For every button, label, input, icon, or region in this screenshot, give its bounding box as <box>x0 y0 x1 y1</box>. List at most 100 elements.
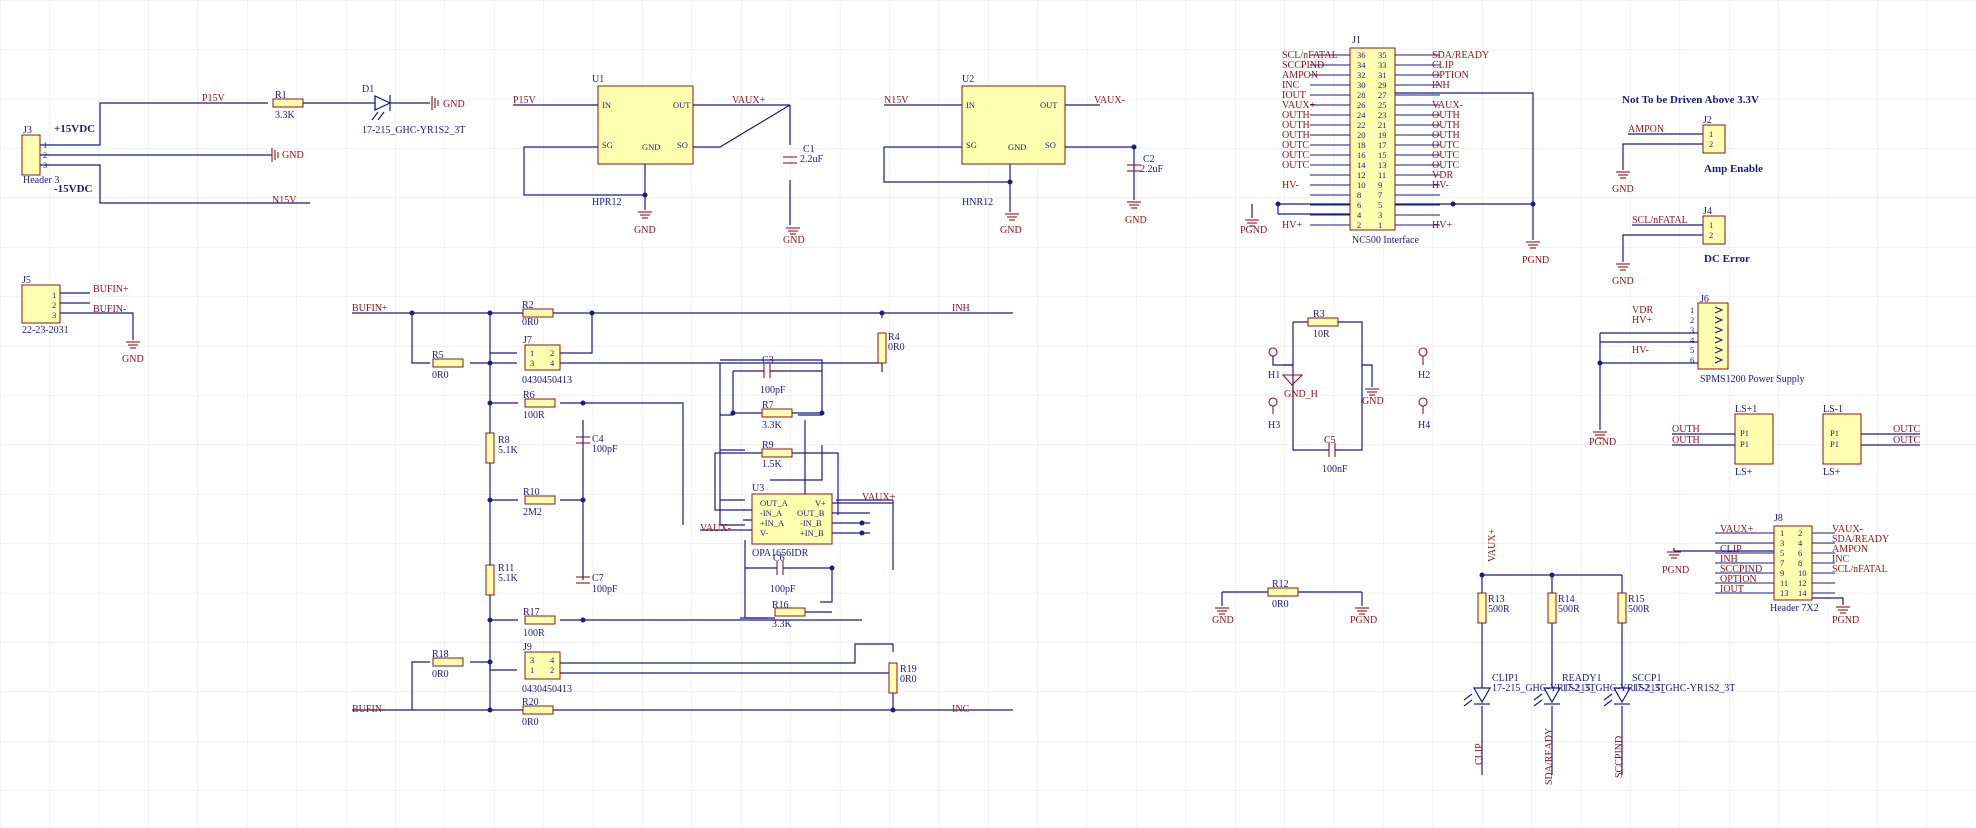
resistor-r7[interactable]: R7 3.3K <box>761 400 793 431</box>
svg-text:H4: H4 <box>1418 420 1430 431</box>
resistor-r15[interactable]: R15 500R <box>1617 592 1650 624</box>
mounting-hole-h3[interactable]: H3 <box>1268 397 1280 431</box>
svg-text:Header 7X2: Header 7X2 <box>1770 603 1819 614</box>
resistor-r19[interactable]: R19 0R0 <box>888 662 917 694</box>
resistor-r16[interactable]: R16 3.3K <box>772 600 806 630</box>
svg-text:0R0: 0R0 <box>888 342 905 353</box>
svg-text:IN: IN <box>966 100 975 110</box>
mounting-hole-h2[interactable]: H2 <box>1418 347 1430 381</box>
resistor-r2[interactable]: R2 0R0 <box>522 300 554 328</box>
capacitor-c6[interactable]: C6 100pF <box>770 553 796 595</box>
j1-net-left: INC <box>1282 80 1300 91</box>
svg-text:1: 1 <box>52 290 56 300</box>
svg-text:V-: V- <box>760 528 768 538</box>
connector-j1[interactable]: J1 NC500 Interface 36SCL/nFATAL34SCCPIND… <box>1282 35 1489 246</box>
svg-text:R17: R17 <box>523 607 540 618</box>
svg-text:OUTH: OUTH <box>1672 435 1700 446</box>
j8-net-left: VAUX+ <box>1720 524 1754 535</box>
svg-text:-IN_A: -IN_A <box>760 508 783 518</box>
mounting-hole-h4[interactable]: H4 <box>1418 397 1430 431</box>
resistor-r9[interactable]: R9 1.5K <box>761 440 793 470</box>
svg-text:GND: GND <box>783 235 805 246</box>
j1-net-left: AMPON <box>1282 70 1318 81</box>
j1-pin-num: 16 <box>1357 150 1366 160</box>
svg-text:R19: R19 <box>900 664 917 675</box>
capacitor-c1[interactable]: C1 2.2uF <box>782 144 824 165</box>
j6-pin-num: 1 <box>1690 305 1694 315</box>
svg-text:INH: INH <box>952 303 970 314</box>
j8-pin-num: 2 <box>1798 528 1802 538</box>
resistor-r6[interactable]: R6 100R <box>523 390 556 421</box>
resistor-r1[interactable]: R1 3.3K <box>272 90 304 121</box>
j1-pin-num: 27 <box>1378 90 1387 100</box>
led-d1[interactable]: D1 17-215_GHC-YR1S2_3T <box>362 84 465 136</box>
regulator-u1[interactable]: U1 IN OUT SG SO GND HPR12 <box>592 74 694 208</box>
j1-pin-num: 6 <box>1357 200 1361 210</box>
resistor-r12[interactable]: R12 0R0 <box>1267 579 1299 610</box>
capacitor-c2[interactable]: C2 2.2uF <box>1126 154 1164 175</box>
connector-j2[interactable]: J2 1 2 <box>1702 115 1726 154</box>
resistor-r3[interactable]: R3 10R <box>1307 309 1339 340</box>
j8-pin-num: 11 <box>1780 578 1788 588</box>
speaker-ls-minus1[interactable]: LS-1 LS+ P1 P1 <box>1822 404 1862 478</box>
svg-text:2: 2 <box>1709 139 1713 149</box>
resistor-r18[interactable]: R18 0R0 <box>432 649 464 680</box>
svg-text:OUT: OUT <box>1040 100 1058 110</box>
mounting-hole-h1[interactable]: H1 <box>1268 347 1293 381</box>
speaker-ls-plus1[interactable]: LS+1 LS+ P1 P1 <box>1734 404 1774 478</box>
resistor-r8[interactable]: R8 5.1K <box>485 432 519 464</box>
net-n15v: N15V <box>272 195 297 206</box>
resistor-r11[interactable]: R11 5.1K <box>485 563 519 596</box>
svg-text:GND: GND <box>1212 615 1234 626</box>
svg-text:SCCPIND: SCCPIND <box>1614 736 1625 778</box>
junction-dots <box>409 144 1603 713</box>
j1-pin-num: 26 <box>1357 100 1366 110</box>
svg-text:OUTC: OUTC <box>1893 435 1921 446</box>
resistor-r17[interactable]: R17 100R <box>523 607 556 639</box>
led-sccp1[interactable]: SCCP1 17-215_GHC-YR1S2_3T <box>1603 673 1735 707</box>
opamp-u3[interactable]: U3 OPA1656IDR OUT_A -IN_A +IN_A V- V+ OU… <box>751 483 833 559</box>
resistor-r10[interactable]: R10 2M2 <box>523 487 556 518</box>
resistor-r5[interactable]: R5 0R0 <box>432 350 464 381</box>
svg-text:0430450413: 0430450413 <box>522 684 572 695</box>
connector-j4[interactable]: J4 1 2 <box>1702 206 1726 245</box>
svg-text:H1: H1 <box>1268 370 1280 381</box>
j1-left-pins: 36SCL/nFATAL34SCCPIND32AMPON30INC28IOUT2… <box>1282 50 1366 231</box>
capacitor-c4[interactable]: C4 100pF <box>575 434 618 455</box>
svg-text:SO: SO <box>1045 140 1056 150</box>
j8-pin-num: 8 <box>1798 558 1802 568</box>
connector-j7[interactable]: J7 0430450413 1 3 2 4 <box>522 335 572 386</box>
capacitor-c5[interactable]: C5 100nF <box>1322 435 1348 475</box>
svg-text:LS+: LS+ <box>1735 467 1753 478</box>
svg-text:SG: SG <box>966 140 977 150</box>
j8-net-left: IOUT <box>1720 584 1744 595</box>
svg-text:PGND: PGND <box>1589 437 1616 448</box>
j1-net-right: VDR <box>1432 170 1453 181</box>
j6-net: VDR <box>1632 305 1653 316</box>
svg-text:1.5K: 1.5K <box>762 459 783 470</box>
regulator-u2[interactable]: U2 IN OUT SG SO GND HNR12 <box>961 74 1066 208</box>
connector-j5[interactable]: J5 22-23-2031 1 2 3 <box>21 275 69 336</box>
svg-text:OPA1656IDR: OPA1656IDR <box>752 548 809 559</box>
svg-text:GND: GND <box>1612 276 1634 287</box>
j1-net-left: HV+ <box>1282 220 1302 231</box>
net-p15v: P15V <box>202 93 226 104</box>
j1-net-right: OPTION <box>1432 70 1469 81</box>
svg-text:GND: GND <box>282 150 304 161</box>
resistor-r20[interactable]: R20 0R0 <box>522 697 554 728</box>
svg-text:GND: GND <box>1612 184 1634 195</box>
svg-text:+IN_A: +IN_A <box>760 518 785 528</box>
j8-net-left: CLIP <box>1720 544 1742 555</box>
svg-text:CLIP: CLIP <box>1474 743 1485 765</box>
capacitor-c3[interactable]: C3 100pF <box>760 355 786 396</box>
resistor-r13[interactable]: R13 500R <box>1477 592 1510 624</box>
resistor-r14[interactable]: R14 500R <box>1547 592 1580 624</box>
capacitor-c7[interactable]: C7 100pF <box>575 573 618 595</box>
connector-j9[interactable]: J9 0430450413 3 1 4 2 <box>522 642 572 695</box>
j1-net-left: SCL/nFATAL <box>1282 50 1338 61</box>
resistor-r4[interactable]: R4 0R0 <box>877 332 905 364</box>
